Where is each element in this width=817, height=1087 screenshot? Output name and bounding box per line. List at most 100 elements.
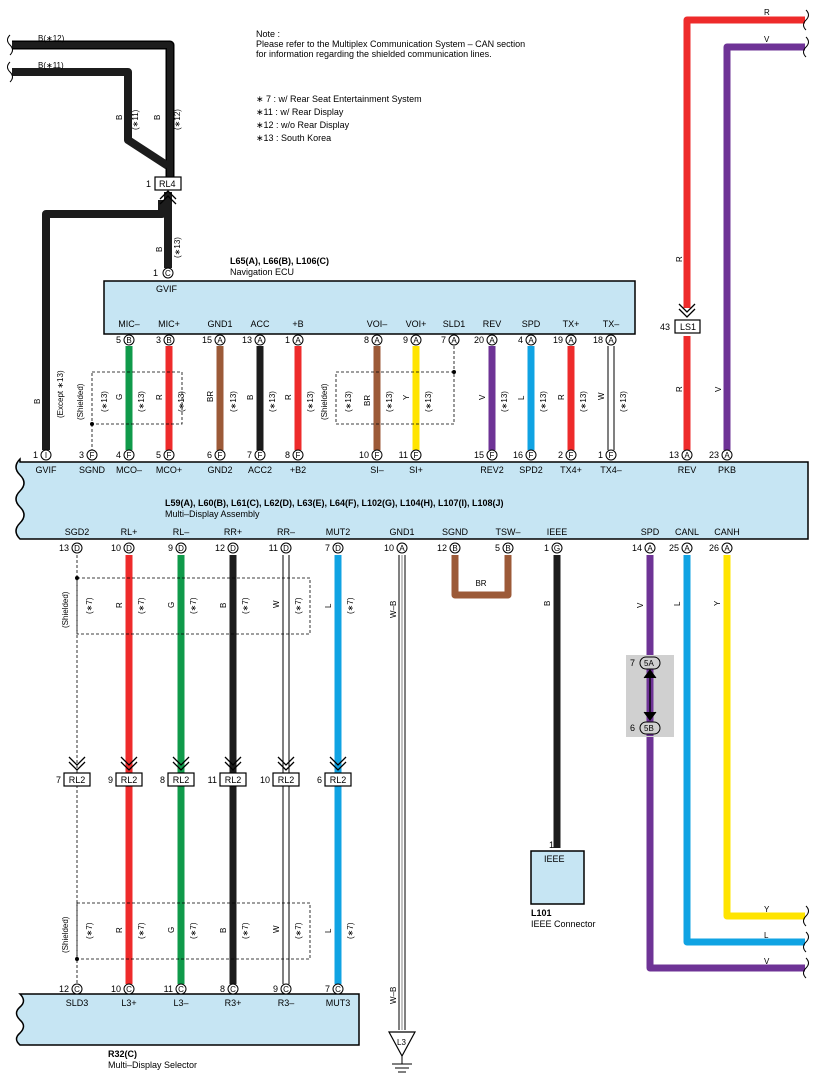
- mda-bot-pin[interactable]: D: [227, 542, 239, 554]
- nav-pin-label: VOI–: [367, 319, 388, 329]
- mda-bot-pin[interactable]: D: [332, 542, 344, 554]
- multi-display-selector-box[interactable]: [15, 993, 360, 1046]
- rl4-connector[interactable]: RL4 1: [146, 176, 182, 205]
- nav-pin[interactable]: A: [214, 334, 226, 346]
- wire-label: (∗7): [189, 922, 198, 939]
- nav-gvif-label: GVIF: [156, 284, 178, 294]
- ls1-connector[interactable]: LS1 43: [660, 303, 701, 334]
- mds-pin[interactable]: C: [227, 983, 239, 995]
- nav-pin[interactable]: A: [371, 334, 383, 346]
- mda-top-pin[interactable]: F: [565, 449, 577, 461]
- nav-pin-number: 8: [364, 335, 369, 345]
- mda-bot-pin[interactable]: D: [280, 542, 292, 554]
- mda-top-pin[interactable]: F: [371, 449, 383, 461]
- mda-top-pin[interactable]: A: [681, 449, 693, 461]
- svg-text:D: D: [126, 544, 132, 553]
- ieee-connector-box[interactable]: [530, 850, 585, 905]
- mda-top-pin[interactable]: F: [86, 449, 98, 461]
- mds-pin[interactable]: C: [123, 983, 135, 995]
- multi-display-assembly-box[interactable]: [15, 457, 809, 540]
- nav-pin-number: 4: [518, 335, 523, 345]
- mda-top-pin[interactable]: F: [605, 449, 617, 461]
- ieee-name: IEEE Connector: [531, 919, 596, 929]
- mda-bot-pin[interactable]: A: [644, 542, 656, 554]
- wire-sgnd-tsw-br[interactable]: [451, 555, 512, 599]
- mds-pin-label: R3–: [278, 998, 295, 1008]
- mda-top-pin-number: 4: [116, 450, 121, 460]
- mda-bot-pin[interactable]: A: [396, 542, 408, 554]
- mda-bot-pin-label: RL+: [121, 527, 138, 537]
- nav-pin-number: 9: [403, 335, 408, 345]
- wire-label: L: [764, 931, 769, 940]
- mds-pin-number: 8: [220, 984, 225, 994]
- svg-text:G: G: [554, 544, 560, 553]
- mda-bot-pin[interactable]: D: [175, 542, 187, 554]
- wire-label: L: [673, 601, 682, 606]
- mda-top-pin[interactable]: I: [40, 449, 52, 461]
- navigation-ecu-box[interactable]: [103, 280, 636, 335]
- mds-pin-number: 7: [325, 984, 330, 994]
- wire-b-11[interactable]: [12, 68, 171, 170]
- svg-text:RL2: RL2: [225, 775, 242, 785]
- mda-bot-pin[interactable]: G: [551, 542, 563, 554]
- mds-pin[interactable]: C: [71, 983, 83, 995]
- mda-top-pin[interactable]: F: [525, 449, 537, 461]
- mds-pin[interactable]: C: [175, 983, 187, 995]
- nav-pin[interactable]: A: [254, 334, 266, 346]
- nav-pin-label: +B: [292, 319, 303, 329]
- mda-top-pin[interactable]: F: [292, 449, 304, 461]
- wire-canh-y[interactable]: [723, 555, 805, 920]
- mda-top-pin-label: SI–: [370, 465, 384, 475]
- mda-top-pin-label: +B2: [290, 465, 306, 475]
- wire-label: L: [324, 603, 333, 608]
- svg-text:F: F: [569, 451, 574, 460]
- nav-pin[interactable]: B: [123, 334, 135, 346]
- nav-pin[interactable]: A: [605, 334, 617, 346]
- wire-canl-l[interactable]: [683, 555, 805, 946]
- nav-pin[interactable]: A: [292, 334, 304, 346]
- nav-pin[interactable]: A: [565, 334, 577, 346]
- nav-pin[interactable]: B: [163, 334, 175, 346]
- mda-top-pin[interactable]: F: [123, 449, 135, 461]
- mda-top-pin[interactable]: A: [721, 449, 733, 461]
- mds-pin[interactable]: C: [280, 983, 292, 995]
- mda-bot-pin-label: RR+: [224, 527, 242, 537]
- mds-pin[interactable]: C: [332, 983, 344, 995]
- nav-pin-label: VOI+: [406, 319, 427, 329]
- wire-label: G: [115, 394, 124, 400]
- wire-rev-r[interactable]: [683, 16, 805, 308]
- joint-connector[interactable]: 5A 5B 7 6: [626, 655, 674, 737]
- nav-pin[interactable]: A: [525, 334, 537, 346]
- mda-top-pin[interactable]: F: [486, 449, 498, 461]
- mda-bot-pin-label: CANH: [714, 527, 740, 537]
- wire-label: (∗13): [500, 391, 509, 412]
- nav-pin[interactable]: A: [486, 334, 498, 346]
- nav-pin-label: SLD1: [443, 319, 466, 329]
- mda-top-pin[interactable]: F: [254, 449, 266, 461]
- wire-b-12[interactable]: [12, 40, 175, 178]
- wire-gvif-except13[interactable]: [42, 200, 166, 450]
- mda-bot-pin[interactable]: A: [721, 542, 733, 554]
- wire-pkb-v[interactable]: [723, 43, 805, 450]
- mda-top-pin[interactable]: F: [163, 449, 175, 461]
- mda-bot-pin[interactable]: D: [123, 542, 135, 554]
- nav-pin[interactable]: A: [448, 334, 460, 346]
- mda-top-pin[interactable]: F: [214, 449, 226, 461]
- label-r-top: R: [764, 8, 770, 17]
- nav-pin[interactable]: A: [410, 334, 422, 346]
- mda-bot-pin[interactable]: B: [449, 542, 461, 554]
- mda-top-pin[interactable]: F: [410, 449, 422, 461]
- mda-bot-pin[interactable]: D: [71, 542, 83, 554]
- mda-bot-pin[interactable]: A: [681, 542, 693, 554]
- mda-bot-pin[interactable]: B: [502, 542, 514, 554]
- mda-bot-pin-label: TSW–: [495, 527, 520, 537]
- svg-text:B: B: [33, 399, 42, 404]
- mda-top-pin-number: 3: [79, 450, 84, 460]
- svg-text:(∗11): (∗11): [131, 109, 140, 130]
